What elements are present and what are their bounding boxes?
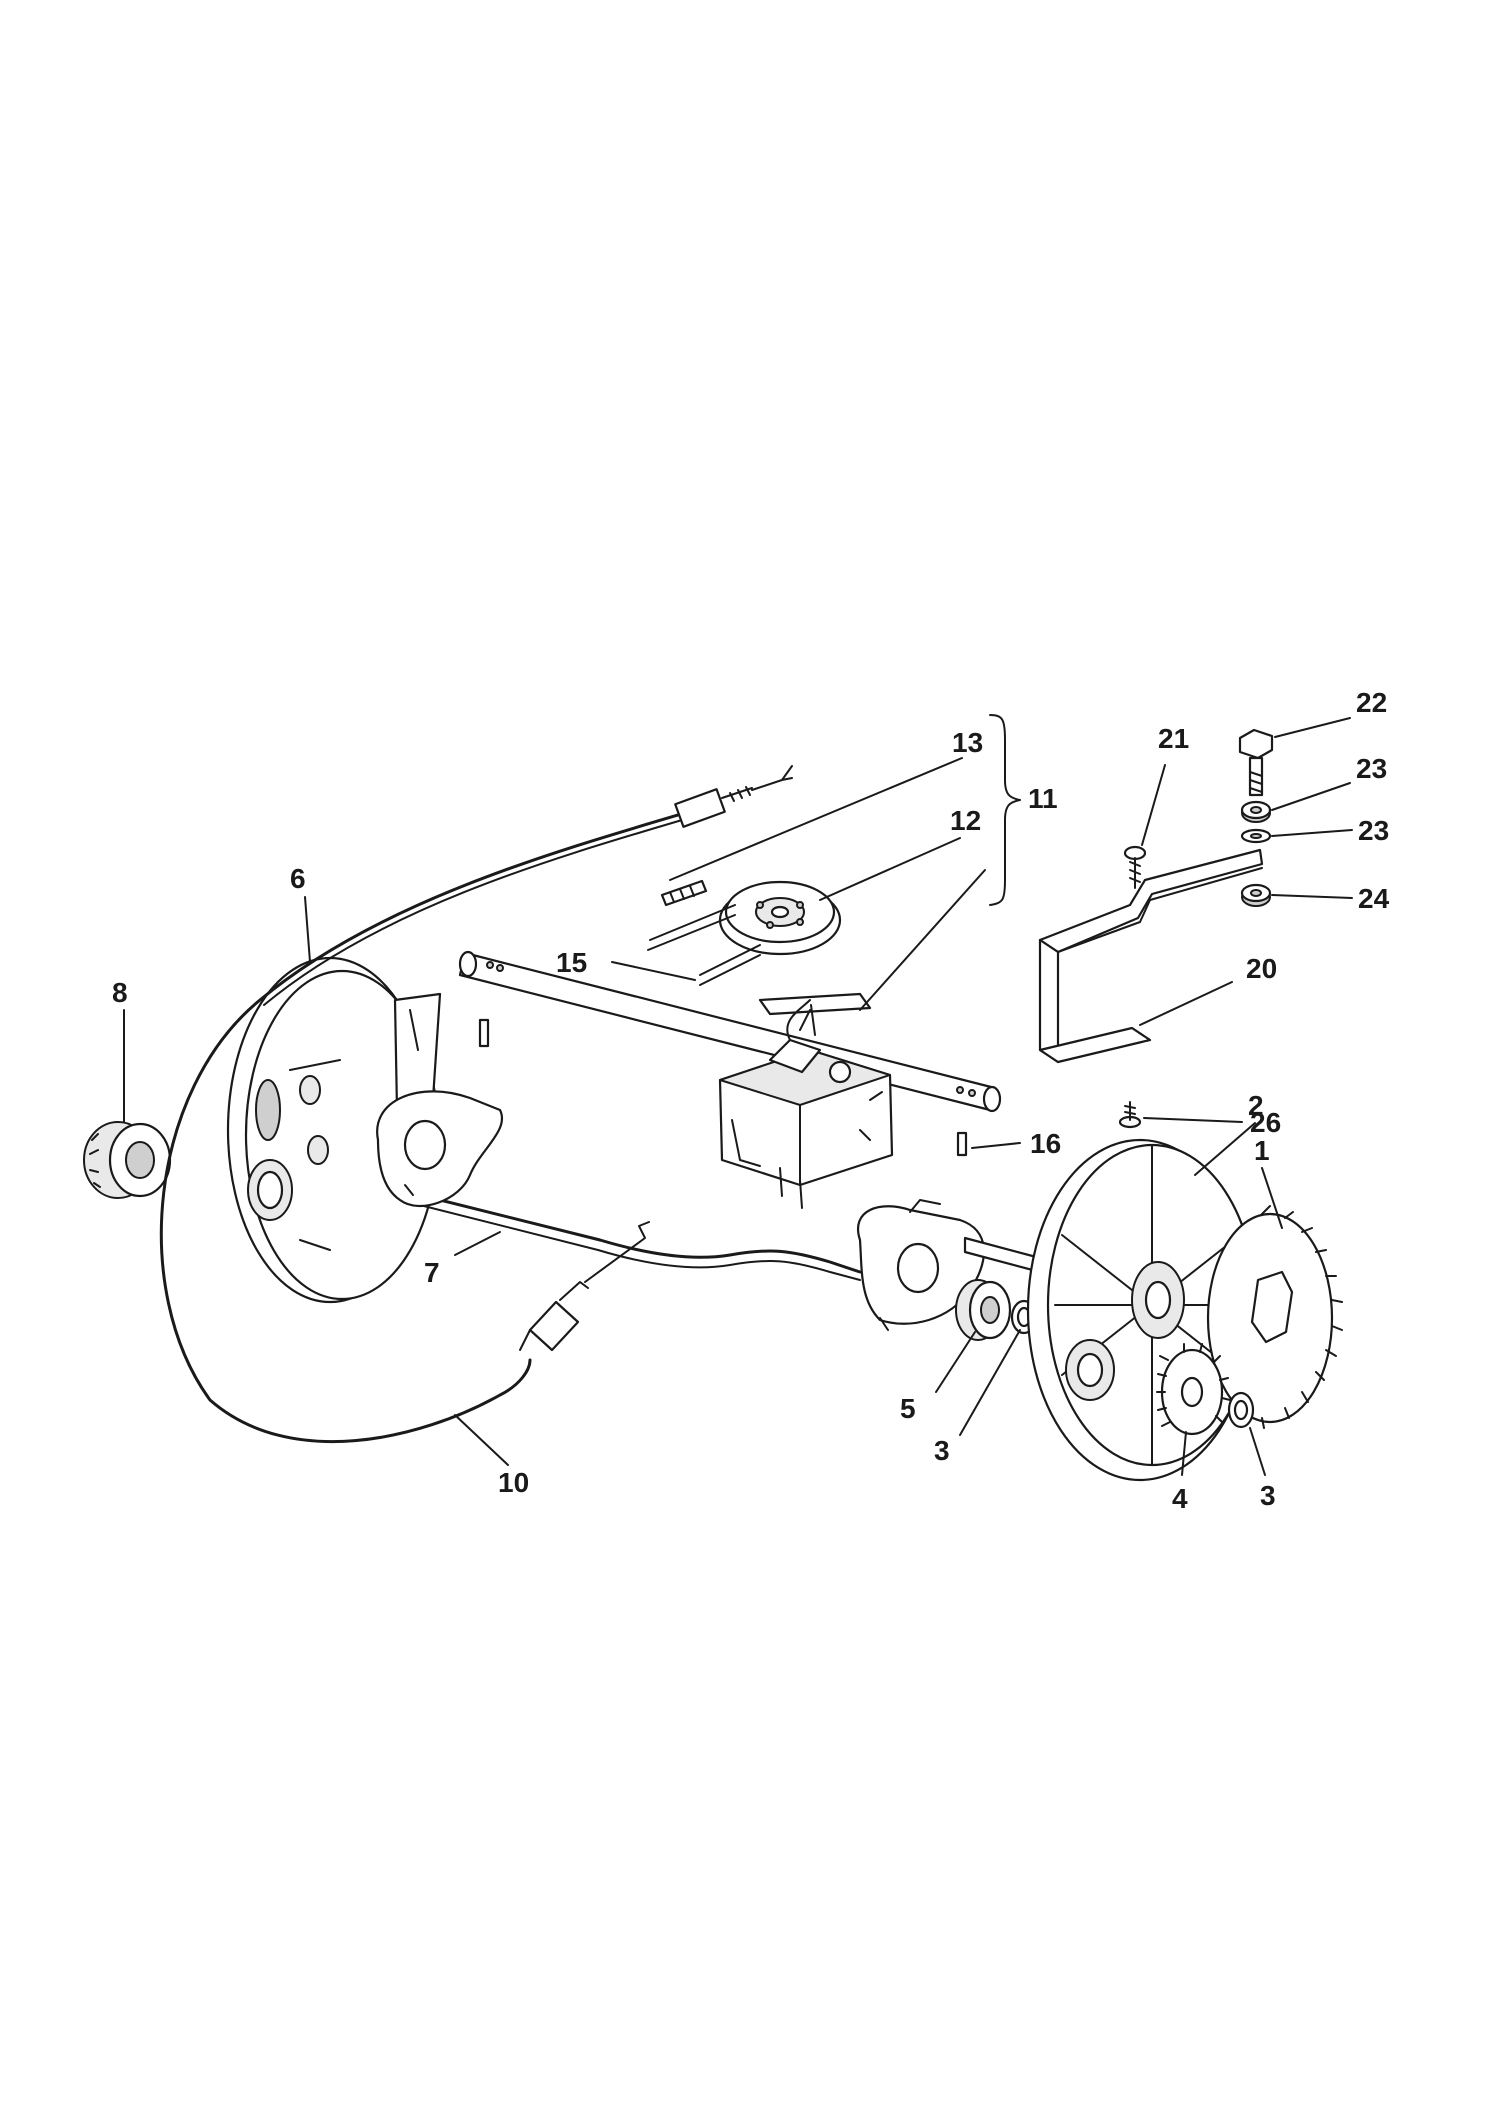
- part-3b-washer: [1227, 1391, 1255, 1429]
- leader-5: [935, 1331, 976, 1393]
- callout-11: 11: [1028, 783, 1058, 814]
- leader-26: [1143, 1117, 1243, 1123]
- callout-20: 20: [1246, 953, 1277, 984]
- part-1-ring-gear: [1206, 1205, 1343, 1429]
- callout-22: 22: [1356, 687, 1387, 718]
- callout-26: 26: [1250, 1107, 1281, 1138]
- part-4-pinion: [1156, 1343, 1231, 1436]
- leader-16: [971, 1142, 1021, 1149]
- bracket-11: [989, 714, 1021, 906]
- leader-23a: [1271, 782, 1351, 811]
- callout-15: 15: [556, 947, 587, 978]
- leader-24: [1271, 829, 1353, 837]
- callout-10: 10: [498, 1467, 529, 1498]
- leader-12: [819, 837, 961, 901]
- callout-13: 13: [952, 727, 983, 758]
- callout-21: 21: [1158, 723, 1189, 754]
- callout-6: 6: [290, 863, 306, 894]
- part-23a-nut: [1240, 800, 1272, 823]
- part-24-washer: [1240, 828, 1272, 844]
- callout-23b: 24: [1358, 883, 1390, 914]
- callout-16: 16: [1030, 1128, 1061, 1159]
- leader-2: [1194, 1122, 1256, 1176]
- callout-12: 12: [950, 805, 981, 836]
- leader-3a: [959, 1329, 1021, 1436]
- part-22-bolt: [1238, 728, 1274, 797]
- leader-20: [1139, 981, 1233, 1026]
- part-7-axle-rod: [398, 1188, 862, 1281]
- leader-21: [1141, 764, 1166, 846]
- callout-8: 8: [112, 977, 128, 1008]
- part-15-belt: [647, 904, 761, 986]
- leader-13: [669, 757, 963, 881]
- callout-labels: 1 2 3 3 4 5 6 7 8 10 11 12 13 15 16 20 2…: [112, 687, 1390, 1514]
- control-cable: [159, 765, 793, 1444]
- callout-4: 4: [1172, 1483, 1188, 1514]
- callout-3b: 3: [1260, 1480, 1276, 1511]
- part-12-pulley: [718, 880, 842, 956]
- part-21-screw: [1123, 845, 1147, 889]
- leader-10: [454, 1414, 509, 1466]
- leader-6: [304, 896, 311, 963]
- part-23b-nut: [1240, 883, 1272, 907]
- leader-22: [1274, 717, 1351, 738]
- part-13-key: [660, 879, 708, 907]
- gearbox-assembly: [458, 950, 1002, 1209]
- callout-2: 2: [1248, 1090, 1264, 1121]
- callout-7: 7: [424, 1257, 440, 1288]
- leader-7: [454, 1231, 501, 1256]
- callout-23a: 23: [1356, 753, 1387, 784]
- part-20-bracket: [1038, 848, 1264, 1064]
- part-8-hub: [83, 1121, 172, 1199]
- leader-4: [1181, 1431, 1187, 1476]
- callout-1: 1: [1254, 1135, 1270, 1166]
- leader-1: [1261, 1167, 1283, 1229]
- left-bracket: [376, 992, 503, 1208]
- callout-5: 5: [900, 1393, 916, 1424]
- part-26-screw: [1118, 1101, 1142, 1129]
- leader-23b: [1271, 894, 1353, 899]
- part-5-bearing: [955, 1279, 1012, 1341]
- callout-24: 23: [1358, 815, 1389, 846]
- leader-12b: [859, 869, 986, 1011]
- callout-3a: 3: [934, 1435, 950, 1466]
- part-6-wheel-disc: [226, 956, 440, 1304]
- leader-3b: [1249, 1427, 1266, 1476]
- leader-15: [611, 961, 696, 981]
- right-bracket: [857, 1199, 1049, 1331]
